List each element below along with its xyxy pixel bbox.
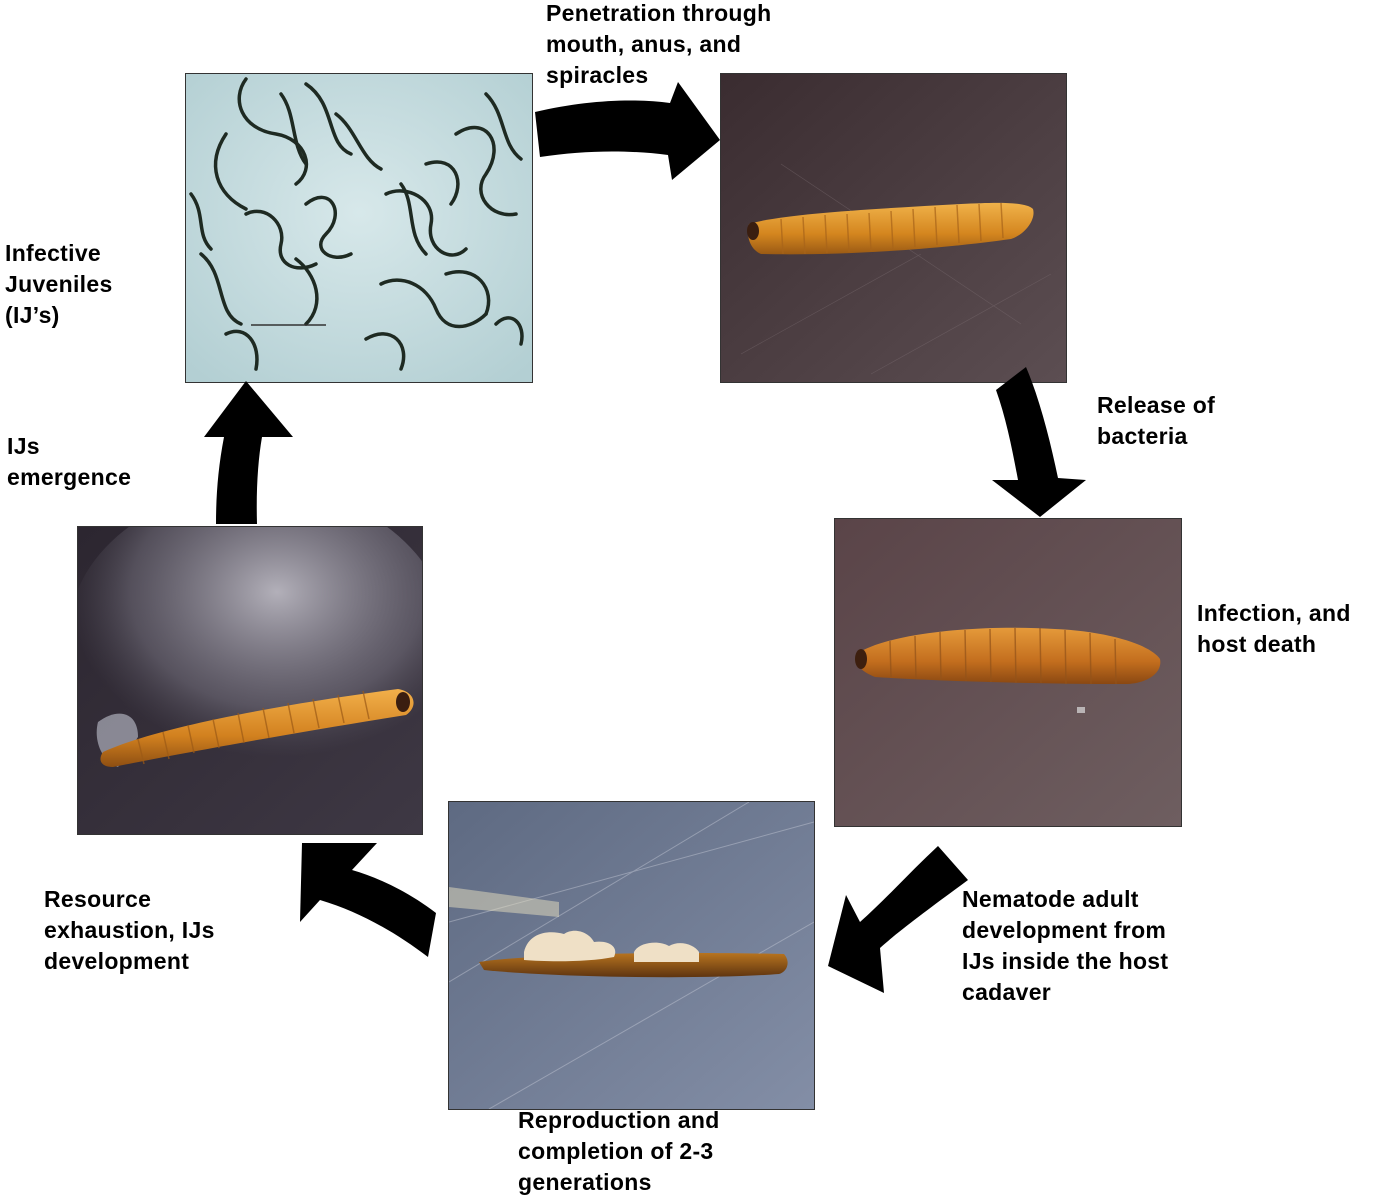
label-release-bacteria: Release of bacteria xyxy=(1097,390,1215,452)
label-line: Release of xyxy=(1097,392,1216,418)
label-line: spiracles xyxy=(546,62,649,88)
label-line: development xyxy=(44,948,190,974)
label-line: Infective xyxy=(5,240,102,266)
label-line: bacteria xyxy=(1097,423,1188,449)
label-line: host death xyxy=(1197,631,1317,657)
label-infection-death: Infection, and host death xyxy=(1197,598,1351,660)
arrow-penetration-icon xyxy=(535,82,720,180)
label-reproduction: Reproduction and completion of 2-3 gener… xyxy=(518,1105,720,1198)
photo-resource-exhaustion xyxy=(77,526,423,835)
label-line: mouth, anus, and xyxy=(546,31,742,57)
label-penetration: Penetration through mouth, anus, and spi… xyxy=(546,0,771,91)
label-line: Juveniles xyxy=(5,271,113,297)
arrow-adult-development-icon xyxy=(828,846,968,993)
photo-infective-juveniles xyxy=(185,73,533,383)
label-line: Resource xyxy=(44,886,152,912)
label-line: generations xyxy=(518,1169,652,1195)
label-line: (IJ’s) xyxy=(5,302,60,328)
arrow-ijs-emergence-icon xyxy=(204,381,293,524)
label-infective-juveniles: Infective Juveniles (IJ’s) xyxy=(5,238,113,331)
label-line: IJs inside the host xyxy=(962,948,1169,974)
label-line: cadaver xyxy=(962,979,1052,1005)
label-line: completion of 2-3 xyxy=(518,1138,714,1164)
label-line: emergence xyxy=(7,464,132,490)
photo-penetration-larva xyxy=(720,73,1067,383)
label-line: Nematode adult xyxy=(962,886,1139,912)
label-line: development from xyxy=(962,917,1167,943)
label-adult-development: Nematode adult development from IJs insi… xyxy=(962,884,1168,1008)
arrow-release-bacteria-icon xyxy=(992,367,1086,517)
arrow-resource-exhaustion-icon xyxy=(300,843,436,957)
label-line: Reproduction and xyxy=(518,1107,720,1133)
label-line: Infection, and xyxy=(1197,600,1351,626)
photo-reproduction xyxy=(448,801,815,1110)
label-line: IJs xyxy=(7,433,40,459)
label-resource-exhaustion: Resource exhaustion, IJs development xyxy=(44,884,215,977)
label-line: exhaustion, IJs xyxy=(44,917,215,943)
label-line: Penetration through xyxy=(546,0,772,26)
label-ijs-emergence: IJs emergence xyxy=(7,431,131,493)
photo-infection-death xyxy=(834,518,1182,827)
